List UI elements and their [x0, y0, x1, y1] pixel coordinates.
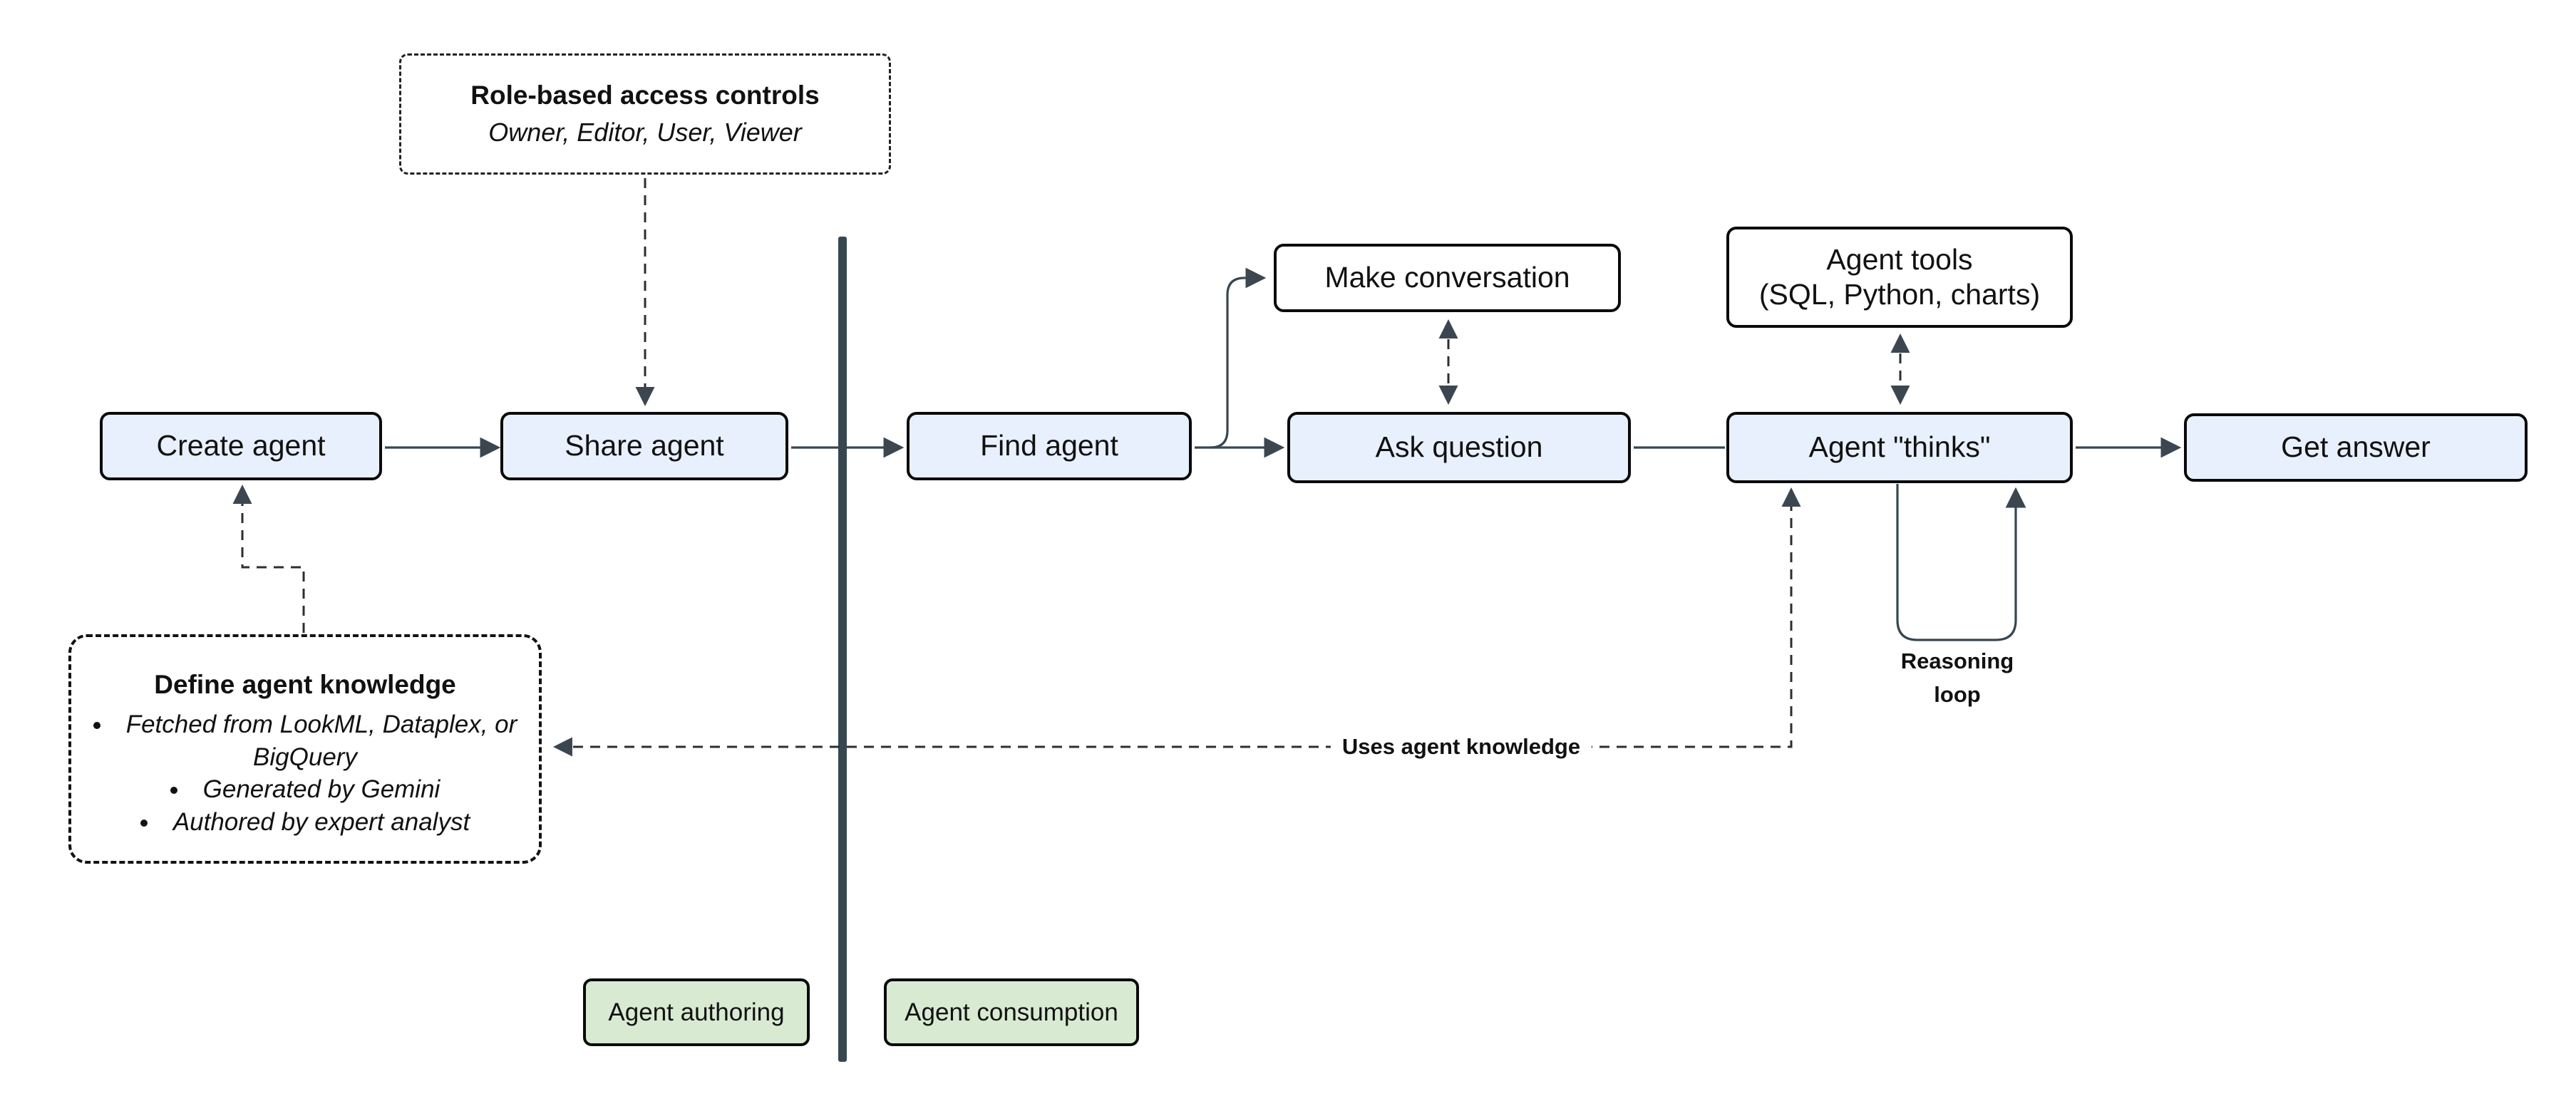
knowledge-bullet: Generated by Gemini — [84, 773, 526, 806]
node-agent-thinks: Agent "thinks" — [1726, 412, 2073, 483]
knowledge-bullet: Fetched from LookML, Dataplex, or BigQue… — [84, 708, 526, 773]
rbac-roles: Owner, Editor, User, Viewer — [488, 118, 802, 147]
node-agent-tools-line2: (SQL, Python, charts) — [1758, 278, 2041, 311]
arrow-knowledge-to-create — [232, 484, 305, 633]
node-share-agent: Share agent — [500, 412, 788, 480]
note-define-agent-knowledge: Define agent knowledge Fetched from Look… — [68, 634, 542, 864]
node-share-agent-label: Share agent — [565, 429, 724, 462]
node-agent-tools-line1: Agent tools — [1826, 242, 1973, 276]
node-find-agent-label: Find agent — [980, 429, 1118, 462]
tag-agent-authoring-label: Agent authoring — [608, 998, 785, 1026]
arrow-find-to-make-conversation — [1210, 267, 1267, 449]
reasoning-loop-line1: Reasoning — [1900, 648, 2014, 673]
node-ask-question: Ask question — [1287, 412, 1631, 483]
rbac-title: Role-based access controls — [470, 81, 820, 110]
node-create-agent-label: Create agent — [156, 429, 326, 462]
knowledge-bullet-list: Fetched from LookML, Dataplex, or BigQue… — [71, 708, 539, 838]
reasoning-loop-label: Reasoning loop — [1901, 645, 2014, 711]
knowledge-title: Define agent knowledge — [154, 670, 456, 699]
node-get-answer-label: Get answer — [2281, 430, 2431, 464]
node-make-conversation-label: Make conversation — [1324, 261, 1570, 294]
node-agent-tools: Agent tools (SQL, Python, charts) — [1726, 227, 2073, 328]
arrow-reasoning-loop — [1896, 484, 2026, 641]
uses-agent-knowledge-label: Uses agent knowledge — [1330, 733, 1592, 761]
reasoning-loop-line2: loop — [1934, 681, 1981, 707]
node-make-conversation: Make conversation — [1274, 244, 1621, 312]
arrow-uses-agent-knowledge — [552, 487, 1801, 757]
tag-agent-authoring: Agent authoring — [583, 978, 810, 1046]
node-ask-question-label: Ask question — [1375, 430, 1543, 464]
node-create-agent: Create agent — [100, 412, 382, 480]
tag-agent-consumption-label: Agent consumption — [905, 998, 1118, 1026]
knowledge-bullet: Authored by expert analyst — [84, 806, 526, 839]
tag-agent-consumption: Agent consumption — [884, 978, 1139, 1046]
node-agent-thinks-label: Agent "thinks" — [1808, 430, 1991, 464]
node-get-answer: Get answer — [2184, 413, 2528, 482]
node-find-agent: Find agent — [907, 412, 1192, 480]
note-role-based-access-controls: Role-based access controls Owner, Editor… — [399, 53, 891, 175]
